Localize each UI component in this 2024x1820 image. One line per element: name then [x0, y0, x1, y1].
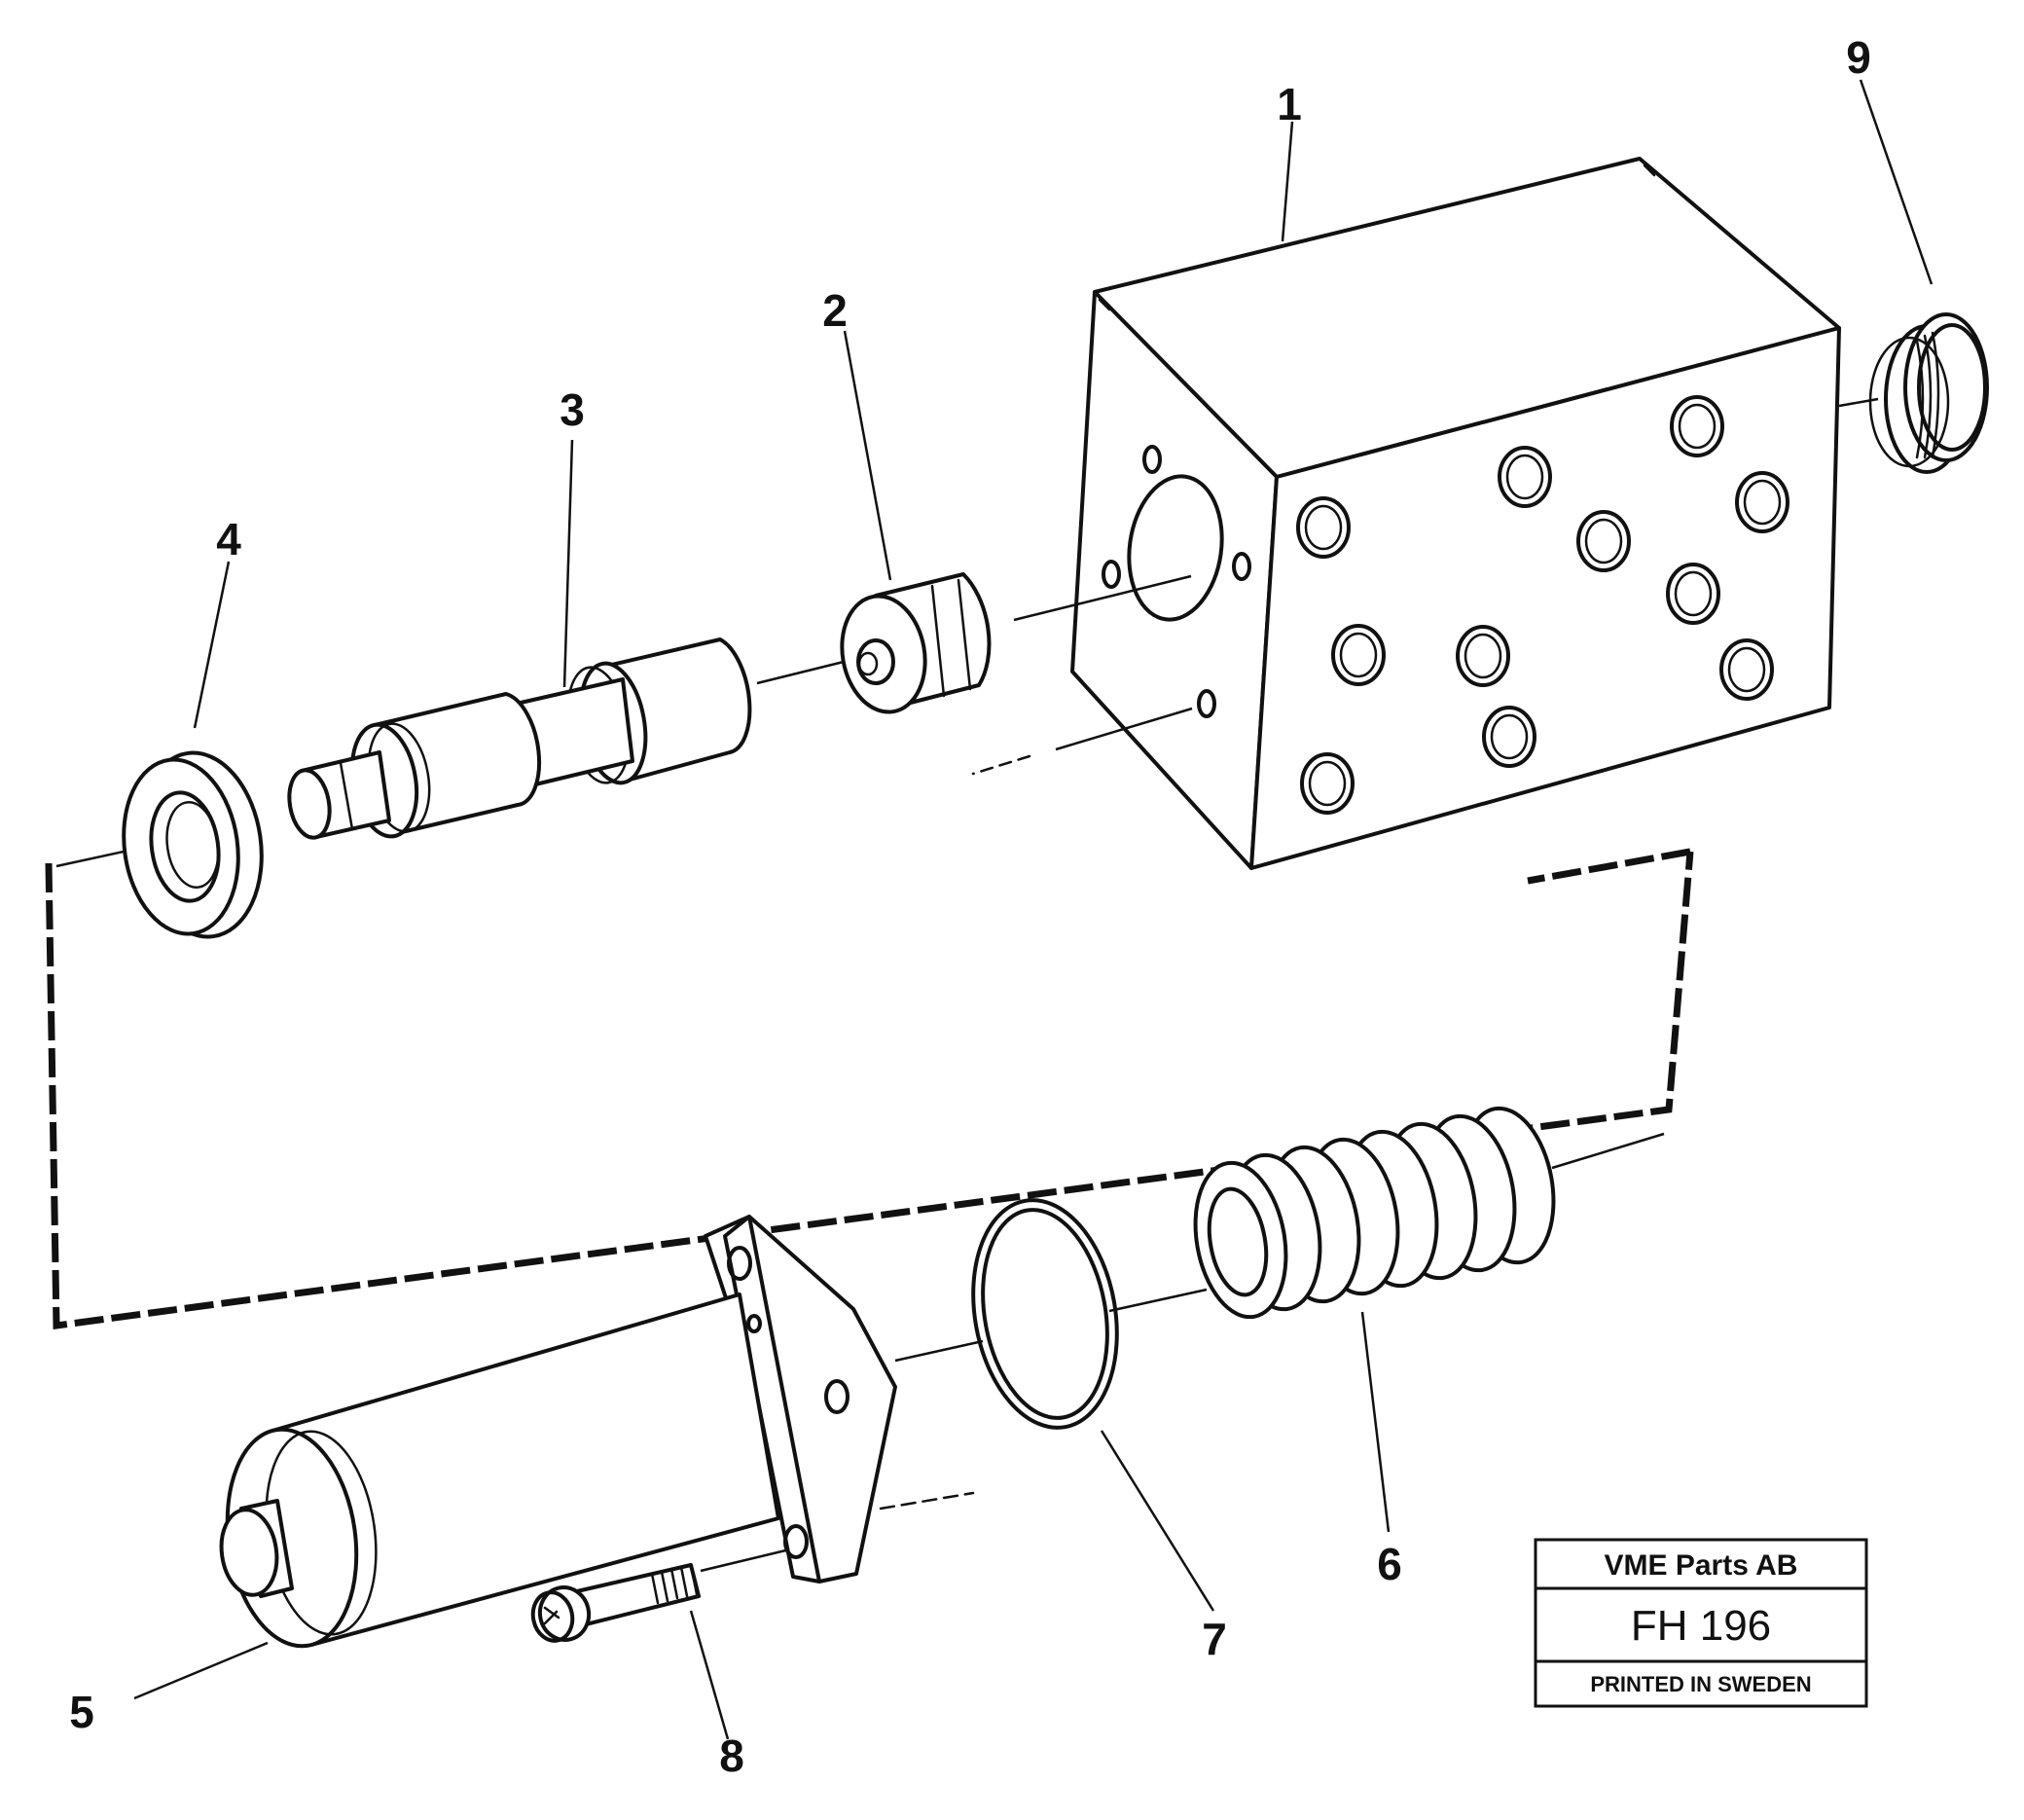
callout-5: 5: [69, 1687, 94, 1737]
part-6-spring: [1193, 1106, 1556, 1320]
part-4-seal-ring: [122, 750, 264, 939]
callout-2: 2: [822, 285, 848, 336]
callout-4: 4: [216, 514, 241, 564]
part-3-spool: [287, 637, 752, 840]
part-2-sleeve: [840, 572, 992, 714]
callout-9: 9: [1846, 32, 1871, 83]
part-7-o-ring: [971, 1198, 1119, 1430]
callout-7: 7: [1202, 1614, 1227, 1664]
callout-3: 3: [560, 384, 585, 435]
callout-1: 1: [1277, 79, 1302, 129]
part-1-valve-block: [1070, 157, 1841, 870]
part-8-screw: [530, 1563, 701, 1643]
block-ports: [1296, 395, 1789, 815]
part-5-cylinder-housing: [219, 1215, 897, 1649]
title-stamp: VME Parts AB FH 196 PRINTED IN SWEDEN: [1534, 1538, 1868, 1708]
assembly-dashed-path: [45, 851, 1694, 1329]
callout-6: 6: [1377, 1539, 1402, 1589]
stamp-printed: PRINTED IN SWEDEN: [1590, 1672, 1811, 1696]
stamp-company: VME Parts AB: [1605, 1549, 1798, 1582]
callout-8: 8: [719, 1730, 744, 1781]
part-9-plug: [1868, 312, 1989, 474]
stamp-code: FH 196: [1631, 1602, 1771, 1650]
